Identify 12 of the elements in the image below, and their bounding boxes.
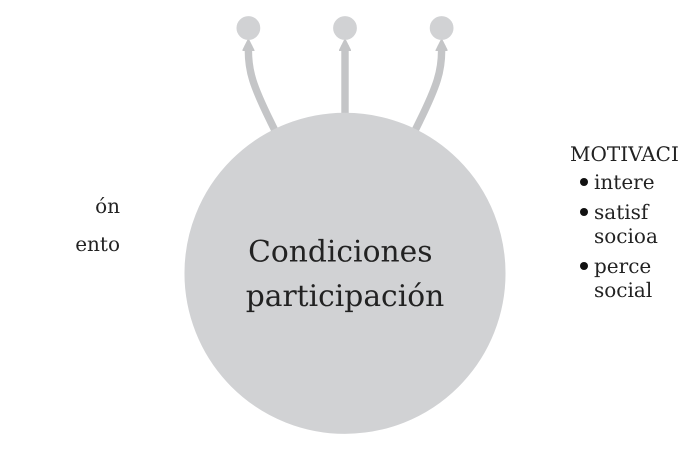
- text-label: ento: [74, 232, 120, 256]
- list-item-label: intere: [594, 170, 655, 194]
- node-circle: [333, 16, 357, 40]
- node-circle: [430, 16, 454, 40]
- node-circle: Condiciones participación: [184, 112, 506, 434]
- list-item-label: perce social: [594, 254, 654, 302]
- arrow: [412, 38, 448, 131]
- text-label: ón: [94, 194, 120, 218]
- arrow: [242, 38, 278, 131]
- heading-label: MOTIVACI: [570, 142, 680, 166]
- arrow: [338, 38, 352, 114]
- node-circle: [236, 16, 260, 40]
